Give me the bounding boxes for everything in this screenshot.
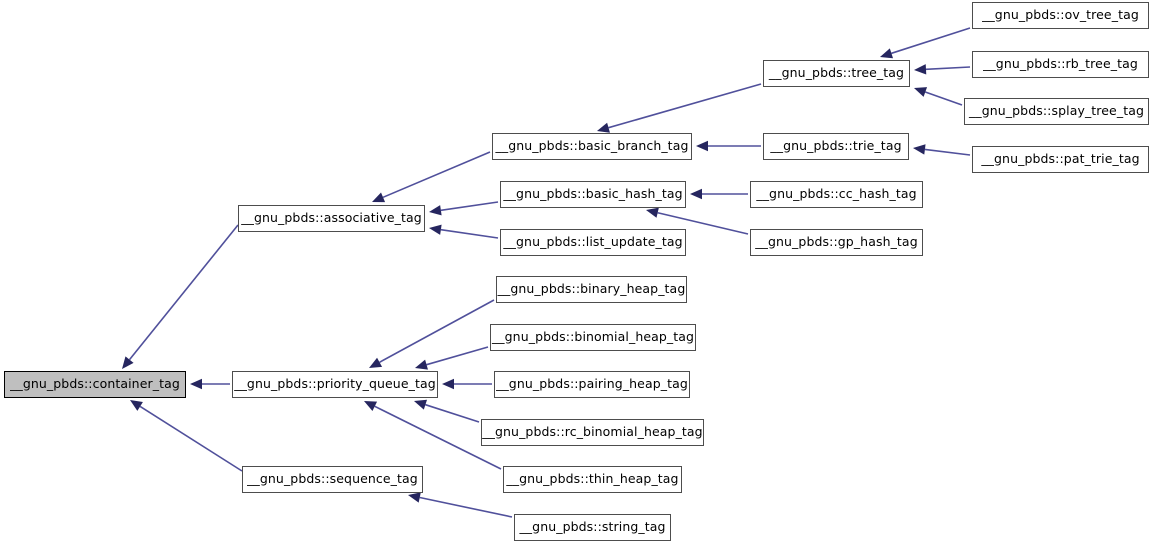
node-label: __gnu_pbds::trie_tag: [770, 138, 902, 154]
inheritance-edge: [696, 140, 761, 152]
node-cc_hash_tag[interactable]: __gnu_pbds::cc_hash_tag: [750, 181, 923, 208]
node-label: __gnu_pbds::cc_hash_tag: [756, 186, 917, 202]
node-label: __gnu_pbds::binomial_heap_tag: [491, 329, 695, 345]
node-label: __gnu_pbds::splay_tree_tag: [969, 103, 1144, 119]
node-label: __gnu_pbds::priority_queue_tag: [234, 376, 436, 392]
node-label: __gnu_pbds::thin_heap_tag: [506, 471, 679, 487]
node-basic_branch_tag[interactable]: __gnu_pbds::basic_branch_tag: [492, 133, 692, 160]
inheritance-edge: [913, 144, 971, 156]
node-label: __gnu_pbds::binary_heap_tag: [497, 281, 686, 297]
inheritance-edge: [690, 188, 748, 200]
node-rc_binomial_heap_tag[interactable]: __gnu_pbds::rc_binomial_heap_tag: [481, 419, 704, 446]
inheritance-edge: [130, 400, 243, 472]
inheritance-edge: [372, 151, 491, 203]
node-label: __gnu_pbds::string_tag: [519, 519, 666, 535]
node-thin_heap_tag[interactable]: __gnu_pbds::thin_heap_tag: [503, 466, 682, 493]
node-label: __gnu_pbds::pairing_heap_tag: [496, 376, 688, 392]
node-label: __gnu_pbds::rc_binomial_heap_tag: [482, 424, 703, 440]
node-label: __gnu_pbds::rb_tree_tag: [983, 56, 1138, 72]
node-pairing_heap_tag[interactable]: __gnu_pbds::pairing_heap_tag: [494, 371, 690, 398]
node-label: __gnu_pbds::tree_tag: [768, 65, 905, 81]
inheritance-edge: [914, 64, 971, 75]
node-tree_tag[interactable]: __gnu_pbds::tree_tag: [763, 60, 910, 87]
node-binomial_heap_tag[interactable]: __gnu_pbds::binomial_heap_tag: [490, 324, 696, 351]
inheritance-edge: [429, 224, 499, 239]
node-associative_tag[interactable]: __gnu_pbds::associative_tag: [238, 205, 425, 232]
node-label: __gnu_pbds::gp_hash_tag: [755, 234, 918, 250]
node-gp_hash_tag[interactable]: __gnu_pbds::gp_hash_tag: [750, 229, 923, 256]
node-pat_trie_tag[interactable]: __gnu_pbds::pat_trie_tag: [972, 146, 1149, 173]
node-splay_tree_tag[interactable]: __gnu_pbds::splay_tree_tag: [964, 98, 1149, 125]
node-label: __gnu_pbds::container_tag: [10, 376, 180, 392]
node-label: __gnu_pbds::associative_tag: [241, 210, 422, 226]
node-rb_tree_tag[interactable]: __gnu_pbds::rb_tree_tag: [972, 51, 1149, 78]
inheritance-edge: [369, 299, 495, 368]
node-label: __gnu_pbds::list_update_tag: [503, 234, 683, 250]
inheritance-edge: [415, 346, 489, 370]
node-priority_queue_tag[interactable]: __gnu_pbds::priority_queue_tag: [232, 371, 438, 398]
node-sequence_tag[interactable]: __gnu_pbds::sequence_tag: [242, 466, 423, 493]
inheritance-edge: [914, 87, 963, 106]
node-string_tag[interactable]: __gnu_pbds::string_tag: [514, 514, 671, 541]
inheritance-edge: [429, 201, 499, 216]
node-ov_tree_tag[interactable]: __gnu_pbds::ov_tree_tag: [972, 2, 1149, 29]
node-binary_heap_tag[interactable]: __gnu_pbds::binary_heap_tag: [496, 276, 687, 303]
inheritance-edge: [442, 378, 492, 390]
node-label: __gnu_pbds::pat_trie_tag: [981, 151, 1140, 167]
inheritance-edge: [122, 224, 239, 369]
inheritance-edge: [414, 399, 480, 423]
inheritance-edge: [597, 83, 762, 133]
node-basic_hash_tag[interactable]: __gnu_pbds::basic_hash_tag: [500, 181, 686, 208]
inheritance-edge: [408, 492, 513, 518]
inheritance-edge: [190, 378, 230, 390]
node-label: __gnu_pbds::sequence_tag: [247, 471, 418, 487]
inheritance-edge: [880, 27, 971, 59]
node-list_update_tag[interactable]: __gnu_pbds::list_update_tag: [500, 229, 686, 256]
node-label: __gnu_pbds::ov_tree_tag: [982, 7, 1139, 23]
node-trie_tag[interactable]: __gnu_pbds::trie_tag: [763, 133, 909, 160]
node-container_tag: __gnu_pbds::container_tag: [4, 371, 186, 398]
node-label: __gnu_pbds::basic_branch_tag: [495, 138, 689, 154]
node-label: __gnu_pbds::basic_hash_tag: [503, 186, 683, 202]
